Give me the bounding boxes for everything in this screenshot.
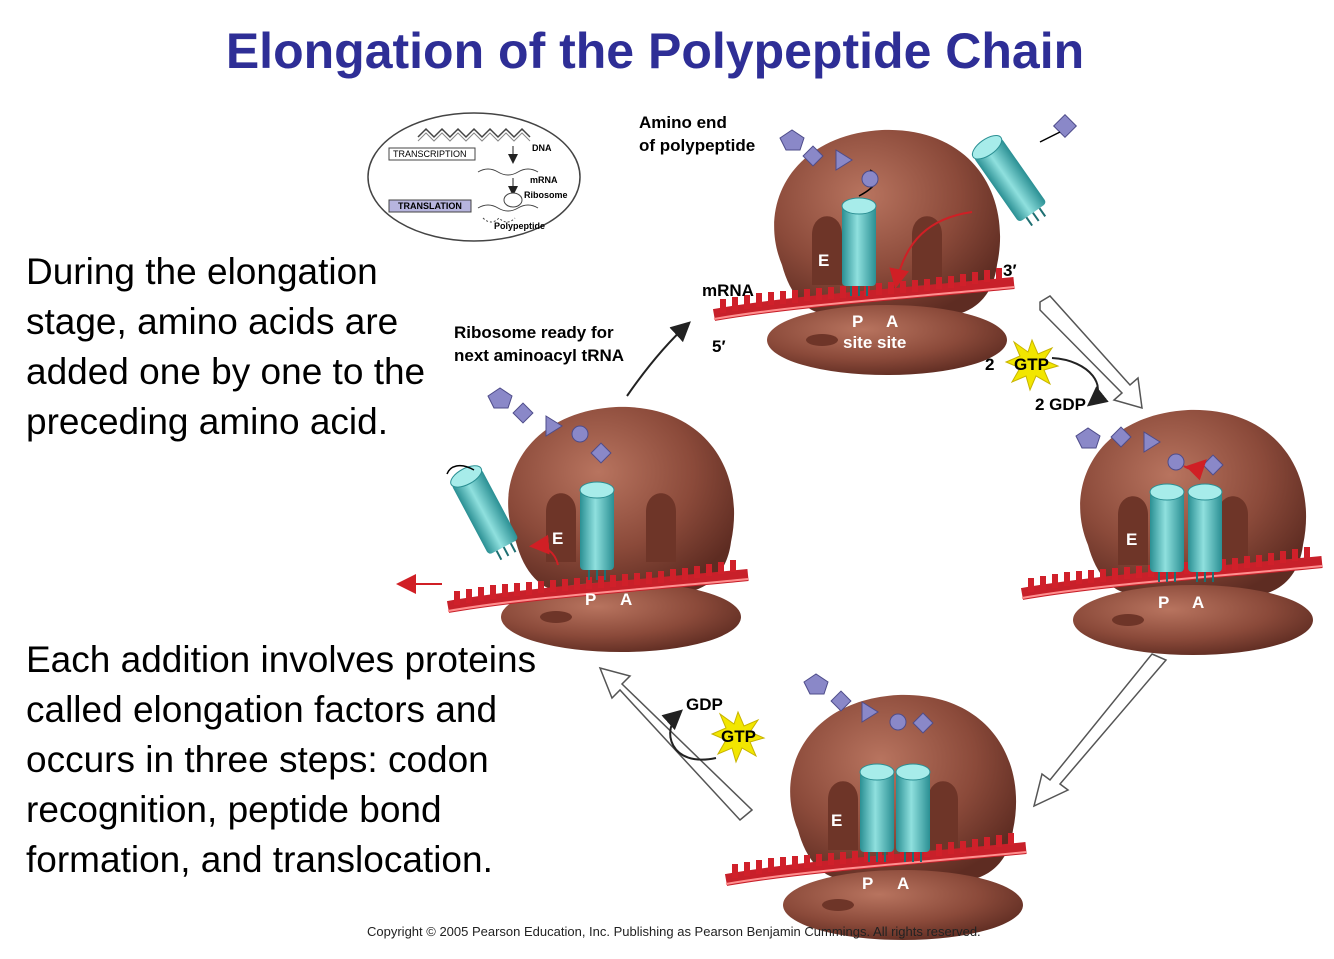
p-label-4: P: [585, 590, 596, 609]
elongation-factors-paragraph: Each addition involves proteins called e…: [26, 639, 537, 880]
p-label-1: P: [852, 312, 863, 331]
gdp-label: GDP: [686, 695, 723, 714]
ribosome-trna-exit: E P A: [396, 387, 748, 652]
amino-end-label-line2: of polypeptide: [639, 136, 755, 155]
ribosome-translocation: E P A: [726, 673, 1026, 940]
inset-translation-label: TRANSLATION: [398, 201, 462, 211]
ribosome-ready: E P A site site: [714, 113, 1078, 375]
a-site-label: site: [877, 333, 906, 352]
e-site-label-3: E: [831, 811, 842, 830]
inset-mrna-label: mRNA: [530, 175, 558, 185]
inset-dna-label: DNA: [532, 143, 552, 153]
overview-inset: TRANSCRIPTION TRANSLATION DNA mRNA Ribos…: [367, 112, 581, 242]
a-label-1: A: [886, 312, 898, 331]
ribosome-ready-label-line1: Ribosome ready for: [454, 323, 614, 342]
five-prime-label: 5′: [712, 337, 726, 356]
a-label-3: A: [897, 874, 909, 893]
e-site-label-2: E: [1126, 530, 1137, 549]
inset-transcription-label: TRANSCRIPTION: [393, 149, 467, 159]
mrna-label: mRNA: [702, 281, 754, 300]
cycle-arrow-bottom-right: [1032, 653, 1168, 808]
a-label-4: A: [620, 590, 632, 609]
a-label-2: A: [1192, 593, 1204, 612]
cycle-arrow-bottom-left: [598, 666, 754, 822]
svg-text:GTP: GTP: [1014, 355, 1049, 374]
two-gtp-count: 2: [985, 355, 994, 374]
p-label-2: P: [1158, 593, 1169, 612]
gtp-star-bottom: GTP: [711, 711, 765, 763]
two-gdp-label: 2 GDP: [1035, 395, 1086, 414]
copyright-notice: Copyright © 2005 Pearson Education, Inc.…: [367, 924, 981, 939]
p-label-3: P: [862, 874, 873, 893]
amino-end-label-line1: Amino end: [639, 113, 727, 132]
three-prime-label: 3′: [1003, 261, 1017, 280]
inset-polypeptide-label: Polypeptide: [494, 221, 545, 231]
ribosome-ready-label-line2: next aminoacyl tRNA: [454, 346, 624, 365]
elongation-stage-paragraph: During the elongation stage, amino acids…: [26, 251, 426, 442]
inset-ribosome-label: Ribosome: [524, 190, 568, 200]
gtp-star-right: GTP: [1005, 339, 1059, 391]
e-site-label-1: E: [818, 251, 829, 270]
svg-text:GTP: GTP: [721, 727, 756, 746]
e-site-label-4: E: [552, 529, 563, 548]
slide-title: Elongation of the Polypeptide Chain: [225, 23, 1085, 79]
ribosome-peptide-bond: E P A: [1022, 409, 1322, 655]
p-site-label: site: [843, 333, 872, 352]
cycle-arrow-top-right: [1039, 295, 1143, 410]
